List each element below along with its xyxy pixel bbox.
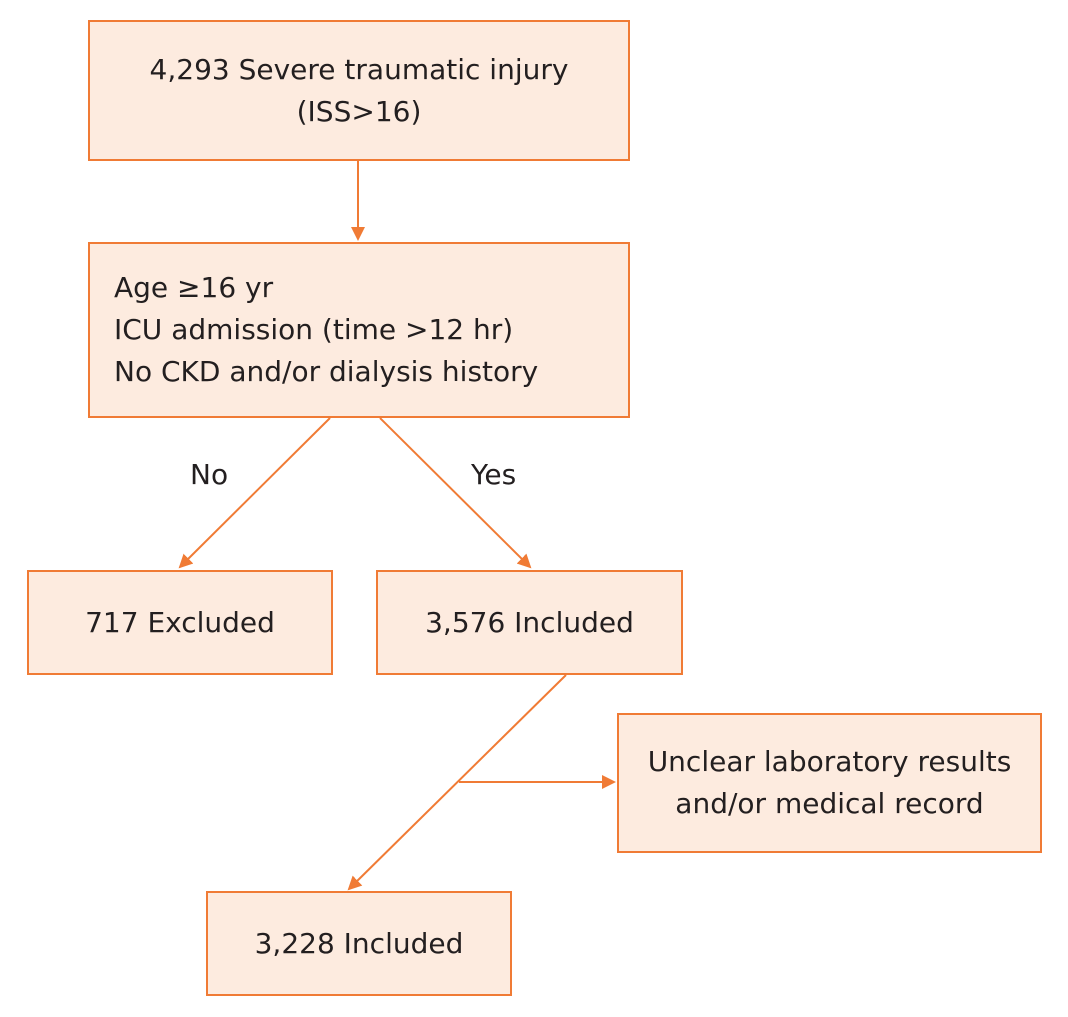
excluded-text: 717 Excluded xyxy=(85,605,275,639)
branch-yes-label: Yes xyxy=(471,458,517,491)
start-box: 4,293 Severe traumatic injury (ISS>16) xyxy=(88,20,630,161)
criteria-icu: ICU admission (time >12 hr) xyxy=(114,313,514,346)
criteria-box: Age ≥16 yr ICU admission (time >12 hr) N… xyxy=(88,242,630,418)
criteria-age: Age ≥16 yr xyxy=(114,271,274,304)
excluded-box: 717 Excluded xyxy=(27,570,333,675)
start-line-2: (ISS>16) xyxy=(296,94,422,128)
exclusion-note-line-1: Unclear laboratory results xyxy=(647,745,1012,778)
included-box: 3,576 Included xyxy=(376,570,683,675)
criteria-ckd: No CKD and/or dialysis history xyxy=(114,355,539,388)
arrow-criteria-to-included xyxy=(379,417,532,569)
included-text: 3,576 Included xyxy=(425,605,634,639)
final-included-text: 3,228 Included xyxy=(254,926,464,960)
arrow-included-to-final xyxy=(347,674,567,891)
start-line-1: 4,293 Severe traumatic injury xyxy=(149,52,569,86)
branch-no-label: No xyxy=(190,458,229,491)
exclusion-note-line-2: and/or medical record xyxy=(675,787,984,820)
final-included-box: 3,228 Included xyxy=(206,891,512,996)
arrow-criteria-to-excluded xyxy=(178,417,331,569)
exclusion-note-box: Unclear laboratory results and/or medica… xyxy=(617,713,1042,853)
